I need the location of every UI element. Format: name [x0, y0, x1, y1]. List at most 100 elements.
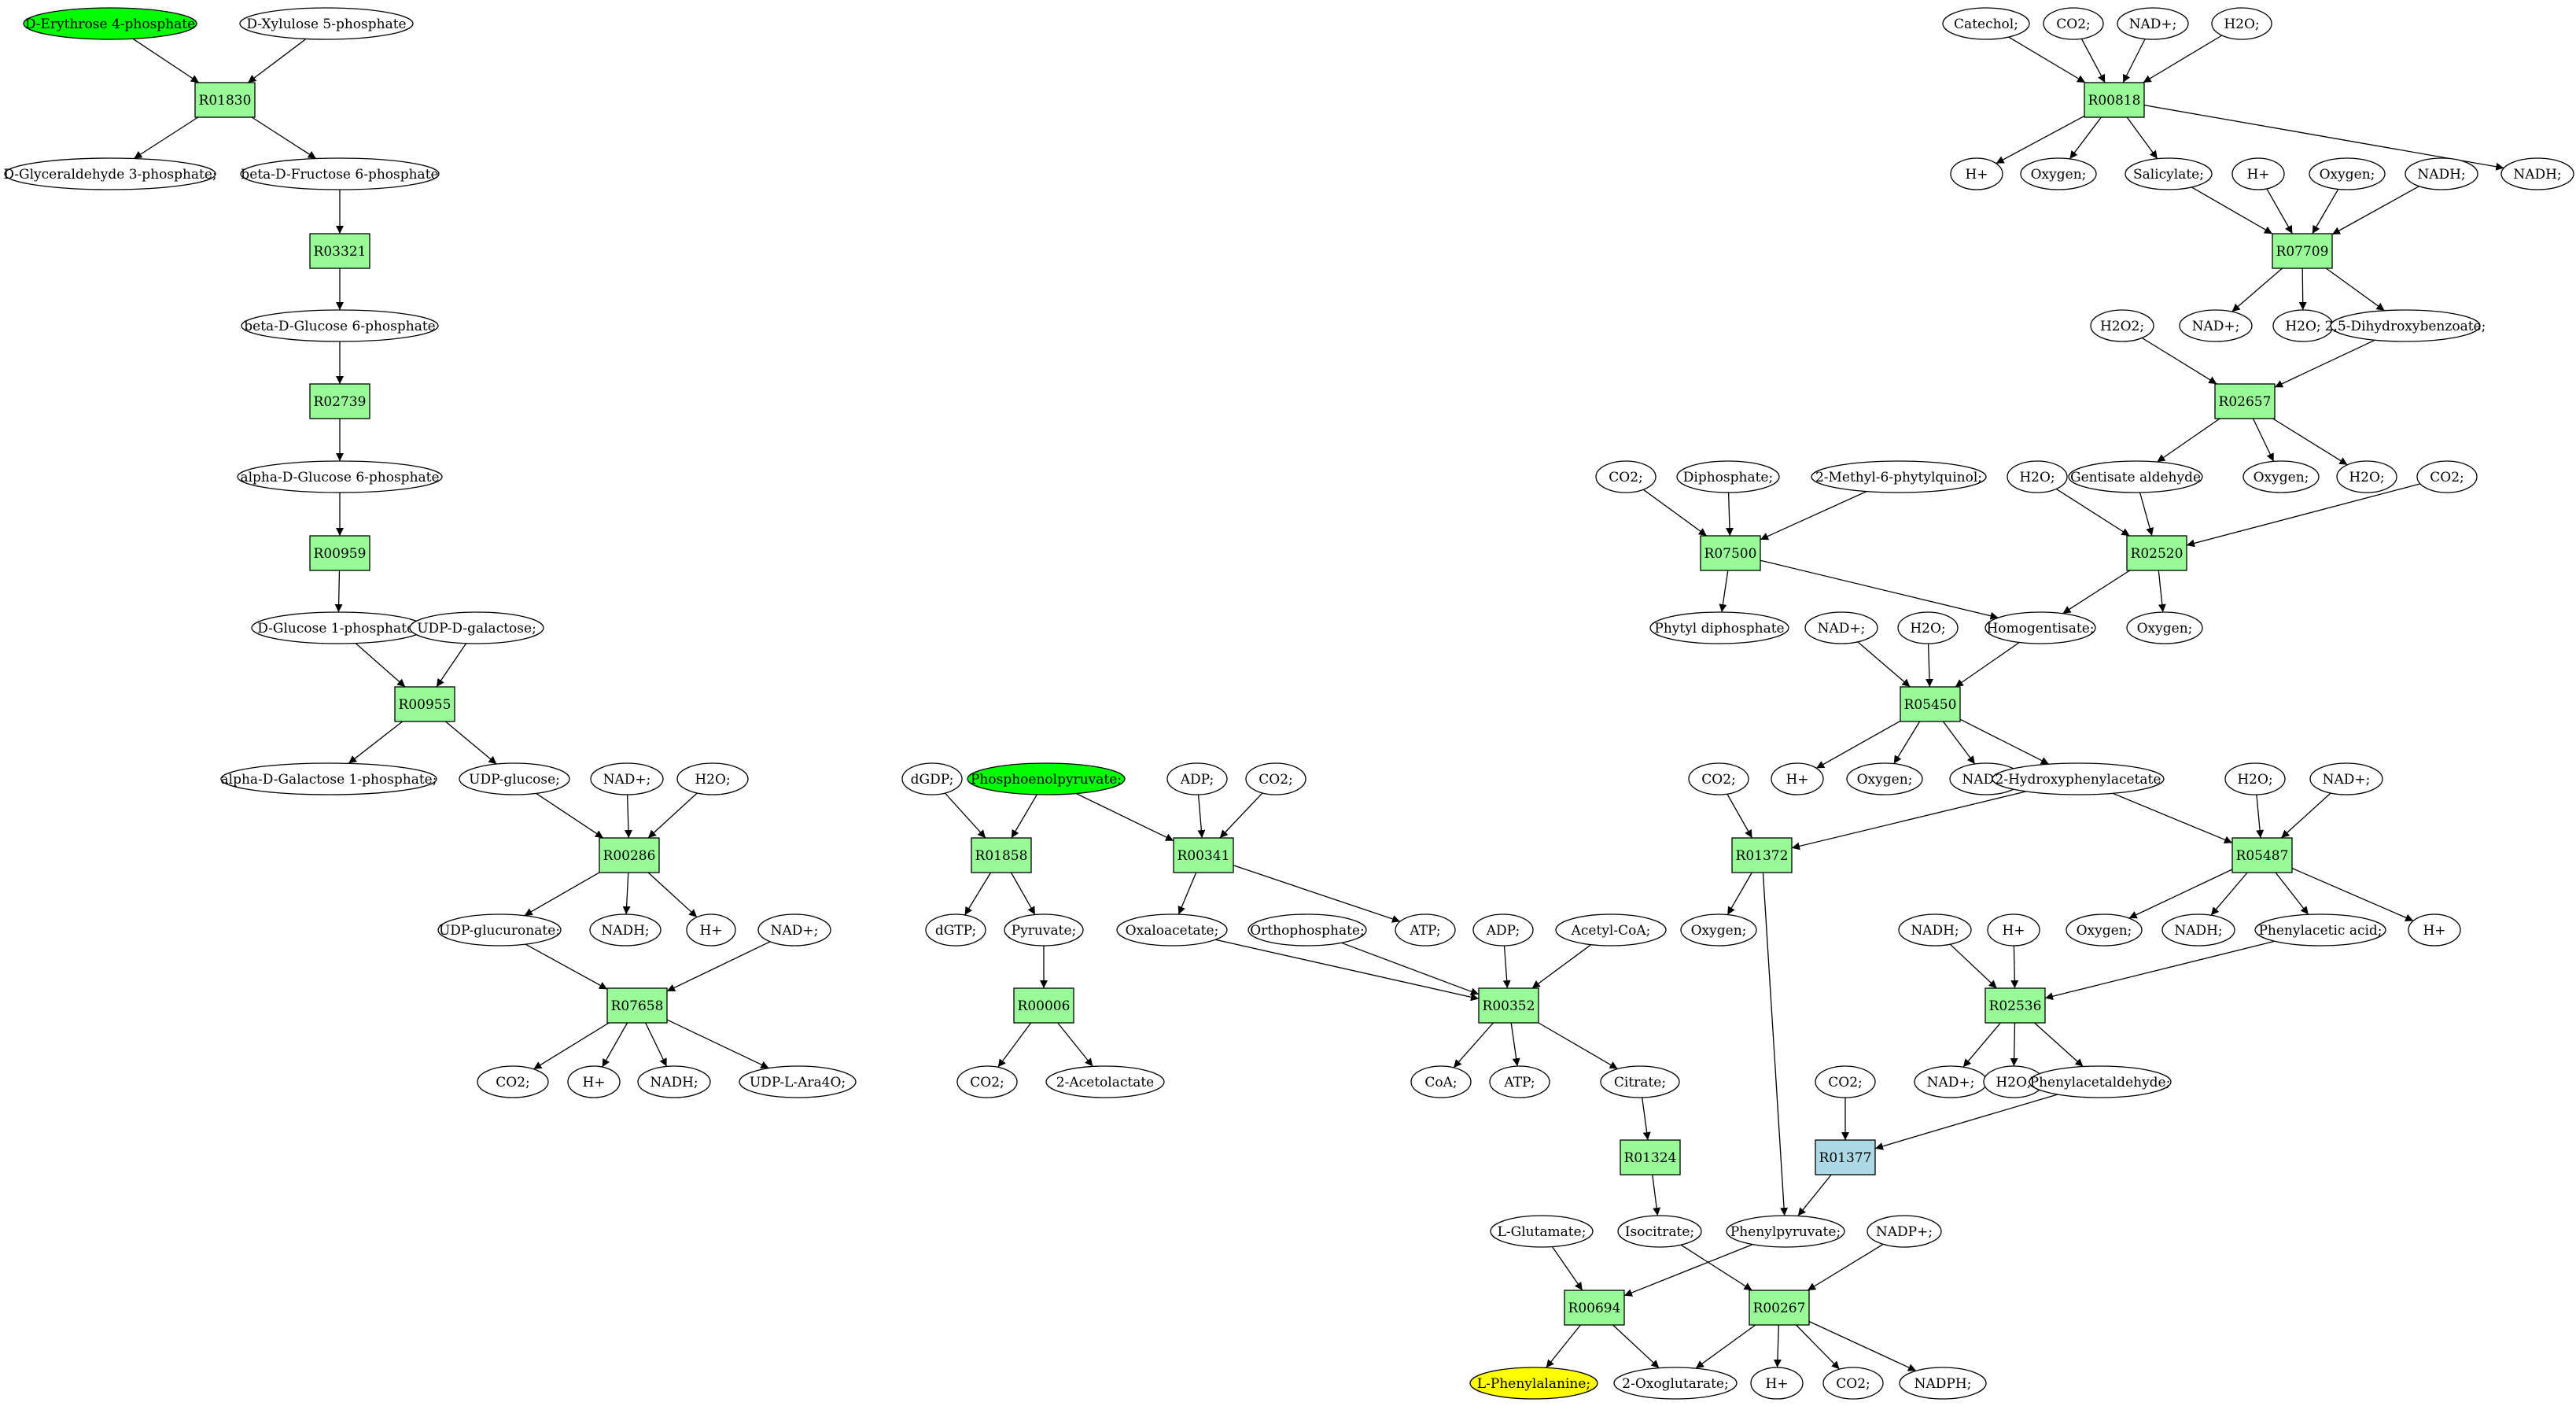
- metabolite-ellipse: [1472, 913, 1534, 947]
- edge-arrow: [2312, 189, 2339, 234]
- reaction-node-r07709: R07709: [2272, 233, 2333, 269]
- edge-arrow: [334, 570, 343, 613]
- metabolite-ellipse: [4, 157, 216, 190]
- reaction-node-r01830: R01830: [194, 82, 256, 118]
- metabolite-node-alpha-d-glucose-6-phosphate: alpha-D-Glucose 6-phosphate: [237, 460, 443, 493]
- metabolite-ellipse: [1166, 762, 1228, 795]
- metabolite-label: H+: [2246, 167, 2269, 183]
- edge-arrow: [2210, 872, 2248, 916]
- metabolite-label: NAD+;: [2129, 17, 2177, 32]
- edge-arrow: [1893, 721, 1921, 764]
- edge-arrow: [1773, 1324, 1782, 1368]
- metabolite-label: Oxaloacetate;: [1126, 923, 1219, 939]
- edge-arrow: [1942, 721, 1976, 765]
- reaction-box: [1900, 686, 1961, 722]
- reaction-label: R01372: [1736, 848, 1789, 864]
- metabolite-ellipse: [1688, 762, 1749, 795]
- metabolite-label: Oxygen;: [2077, 923, 2132, 939]
- edge-arrow: [1538, 1022, 1618, 1070]
- metabolite-ellipse: [2211, 7, 2272, 40]
- metabolite-ellipse: [2309, 762, 2383, 795]
- metabolite-label: CO2;: [970, 1075, 1004, 1090]
- edge-arrow: [2008, 36, 2086, 83]
- edge-arrow: [1214, 939, 1480, 1002]
- edge-arrow: [2157, 418, 2220, 463]
- edge-arrow: [2112, 792, 2233, 843]
- metabolite-node-nadh: NADH;: [2405, 157, 2478, 190]
- edge-arrow: [666, 1019, 769, 1069]
- metabolite-node-h: H+: [686, 913, 736, 947]
- metabolite-node-nadph: NADPH;: [1899, 1367, 1987, 1400]
- reaction-node-r01324: R01324: [1620, 1139, 1681, 1175]
- metabolite-node-d-glyceraldehyde-3-phosphate: D-Glyceraldehyde 3-phosphate;: [3, 157, 217, 190]
- metabolite-ellipse: [2416, 460, 2478, 493]
- reaction-label: R01324: [1624, 1150, 1677, 1166]
- metabolite-ellipse: [757, 913, 831, 947]
- edge-arrow: [1719, 570, 1729, 613]
- metabolite-node-nadh: NADH;: [589, 913, 662, 947]
- reaction-label: R07709: [2276, 244, 2329, 260]
- metabolite-label: H+: [699, 923, 722, 939]
- edge-arrow: [2143, 104, 2504, 171]
- metabolite-ellipse: [1555, 913, 1667, 947]
- metabolite-node-h2o: H2O;: [2272, 309, 2334, 342]
- reaction-box: [2214, 383, 2276, 419]
- metabolite-label: Acetyl-CoA;: [1571, 923, 1651, 939]
- edge-arrow: [247, 38, 307, 83]
- metabolite-node-pyruvate: Pyruvate;: [1004, 913, 1084, 947]
- metabolite-ellipse: [239, 7, 414, 40]
- metabolite-node-co2: CO2;: [956, 1065, 1018, 1098]
- edge-arrow: [2231, 268, 2283, 312]
- metabolite-label: H2O;: [1996, 1075, 2031, 1090]
- metabolite-label: NADP+;: [1876, 1224, 1933, 1240]
- metabolite-label: ADP;: [1486, 923, 1520, 939]
- edge-arrow: [1727, 872, 1752, 915]
- edge-arrow: [2291, 867, 2414, 922]
- edge-arrow: [1453, 1022, 1494, 1068]
- metabolite-ellipse: [237, 460, 443, 493]
- metabolite-ellipse: [1846, 762, 1923, 795]
- metabolite-label: 2-Acetolactate: [1056, 1075, 1154, 1090]
- edge-arrow: [964, 872, 992, 916]
- reaction-label: R00286: [603, 848, 656, 864]
- edge-arrow: [1762, 872, 1789, 1216]
- reaction-node-r00267: R00267: [1749, 1290, 1810, 1326]
- metabolite-node-h2o: H2O;: [1983, 1065, 2044, 1098]
- edge-arrow: [622, 872, 631, 915]
- reaction-label: R01858: [975, 848, 1028, 864]
- metabolite-node-h2o: H2O;: [2007, 460, 2068, 493]
- metabolite-ellipse: [2066, 913, 2143, 947]
- metabolite-ellipse: [1410, 1065, 1472, 1098]
- edge-arrow: [2143, 35, 2223, 83]
- metabolite-label: Phenylpyruvate;: [1730, 1224, 1841, 1240]
- metabolite-label: D-Xylulose 5-phosphate: [246, 17, 406, 32]
- metabolite-label: Pyruvate;: [1012, 923, 1076, 939]
- metabolite-label: H+: [1965, 167, 1988, 183]
- edge-arrow: [2275, 872, 2309, 915]
- edge-arrow: [624, 794, 632, 839]
- metabolite-ellipse: [1116, 913, 1228, 947]
- metabolite-ellipse: [1811, 460, 1987, 493]
- metabolite-label: Oxygen;: [2031, 167, 2087, 183]
- metabolite-label: Phosphoenolpyruvate;: [971, 772, 1122, 788]
- edge-arrow: [1760, 491, 1867, 541]
- metabolite-node-oxygen: Oxygen;: [2066, 913, 2143, 947]
- reaction-node-r02520: R02520: [2126, 535, 2187, 571]
- metabolite-ellipse: [1649, 611, 1789, 644]
- reaction-node-r00818: R00818: [2084, 82, 2145, 118]
- reaction-node-r07658: R07658: [606, 987, 668, 1024]
- reaction-box: [309, 233, 370, 269]
- reaction-node-r00352: R00352: [1478, 987, 1539, 1024]
- metabolite-node-oxygen: Oxygen;: [2309, 157, 2386, 190]
- metabolite-node-h2o2: H2O2;: [2090, 309, 2154, 342]
- metabolite-ellipse: [2179, 309, 2253, 342]
- metabolite-ellipse: [1469, 1367, 1598, 1400]
- metabolite-label: dGDP;: [911, 772, 954, 788]
- reaction-box: [1985, 987, 2046, 1024]
- edge-arrow: [1510, 1022, 1520, 1067]
- reaction-box: [1173, 837, 1234, 873]
- metabolite-node-co2: CO2;: [477, 1065, 549, 1098]
- edge-arrow: [436, 643, 467, 688]
- metabolite-label: H2O;: [2285, 319, 2320, 334]
- reaction-node-r00286: R00286: [599, 837, 660, 873]
